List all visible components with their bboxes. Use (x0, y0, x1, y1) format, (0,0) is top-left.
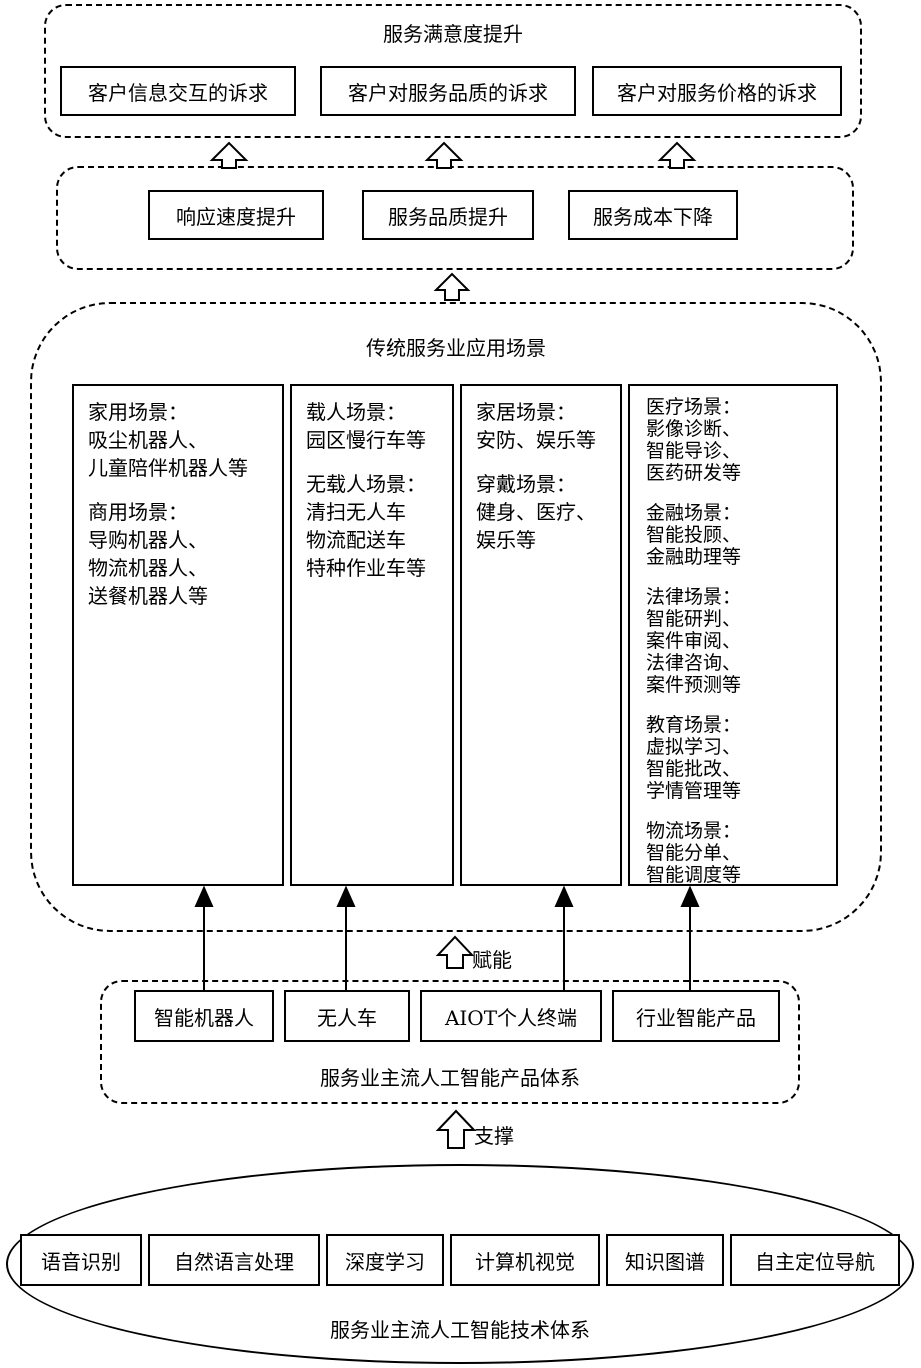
up-arrow-icon (657, 141, 697, 169)
demand-info-interaction: 客户信息交互的诉求 (60, 66, 296, 116)
service-quality-box: 服务品质提升 (362, 190, 534, 240)
up-arrow-icon (209, 141, 249, 169)
product-aiot-terminal: AIOT个人终端 (420, 990, 602, 1042)
demand-service-quality: 客户对服务品质的诉求 (320, 66, 576, 116)
empower-label: 赋能 (472, 948, 512, 972)
up-arrow-icon (424, 141, 464, 169)
scenario-group-legal: 法律场景： 智能研判、 案件审阅、 法律咨询、 案件预测等 (646, 586, 742, 696)
scenario-group-wearable: 穿戴场景： 健身、医疗、 娱乐等 (476, 472, 596, 552)
tech-computer-vision: 计算机视觉 (450, 1234, 600, 1286)
response-speed-box: 响应速度提升 (148, 190, 324, 240)
scenario-group-logistics: 物流场景： 智能分单、 智能调度等 (646, 820, 742, 886)
products-caption: 服务业主流人工智能产品体系 (320, 1066, 580, 1090)
scenario-group-education: 教育场景： 虚拟学习、 智能批改、 学情管理等 (646, 714, 742, 802)
tech-deep-learning: 深度学习 (326, 1234, 444, 1286)
scenario-group-smart-home: 家居场景： 安防、娱乐等 (476, 400, 596, 452)
demand-service-price: 客户对服务价格的诉求 (592, 66, 842, 116)
product-unmanned-vehicle: 无人车 (284, 990, 410, 1042)
scenario-group-medical: 医疗场景： 影像诊断、 智能导诊、 医药研发等 (646, 396, 742, 484)
scenario-group-commercial: 商用场景： 导购机器人、 物流机器人、 送餐机器人等 (88, 500, 208, 608)
scenario-group-unmanned: 无载人场景： 清扫无人车 物流配送车 特种作业车等 (306, 472, 426, 580)
scenario-column-industry: 医疗场景： 影像诊断、 智能导诊、 医药研发等 金融场景： 智能投顾、 金融助理… (628, 384, 838, 886)
scenario-group-home: 家用场景： 吸尘机器人、 儿童陪伴机器人等 (88, 400, 248, 480)
scenarios-panel (30, 302, 882, 932)
scenario-group-passenger: 载人场景： 园区慢行车等 (306, 400, 426, 452)
scenarios-title: 传统服务业应用场景 (366, 336, 546, 360)
tech-knowledge-graph: 知识图谱 (606, 1234, 724, 1286)
satisfaction-title: 服务满意度提升 (383, 22, 523, 46)
scenario-column-aiot: 家居场景： 安防、娱乐等 穿戴场景： 健身、医疗、 娱乐等 (460, 384, 622, 886)
up-arrow-icon (435, 935, 475, 969)
scenario-column-vehicles: 载人场景： 园区慢行车等 无载人场景： 清扫无人车 物流配送车 特种作业车等 (290, 384, 454, 886)
tech-speech-recognition: 语音识别 (20, 1234, 142, 1286)
scenario-group-finance: 金融场景： 智能投顾、 金融助理等 (646, 502, 742, 568)
products-panel (100, 980, 800, 1104)
up-arrow-icon (433, 272, 471, 301)
service-cost-box: 服务成本下降 (568, 190, 738, 240)
satisfaction-panel (44, 4, 862, 138)
product-smart-robot: 智能机器人 (134, 990, 274, 1042)
up-arrow-icon (435, 1109, 477, 1149)
tech-nlp: 自然语言处理 (148, 1234, 320, 1286)
product-industry-smart: 行业智能产品 (612, 990, 780, 1042)
technologies-ellipse (6, 1164, 914, 1364)
scenario-column-robots: 家用场景： 吸尘机器人、 儿童陪伴机器人等 商用场景： 导购机器人、 物流机器人… (72, 384, 284, 886)
support-label: 支撑 (474, 1124, 514, 1148)
tech-autonomous-navigation: 自主定位导航 (730, 1234, 900, 1286)
technologies-caption: 服务业主流人工智能技术体系 (330, 1318, 590, 1342)
